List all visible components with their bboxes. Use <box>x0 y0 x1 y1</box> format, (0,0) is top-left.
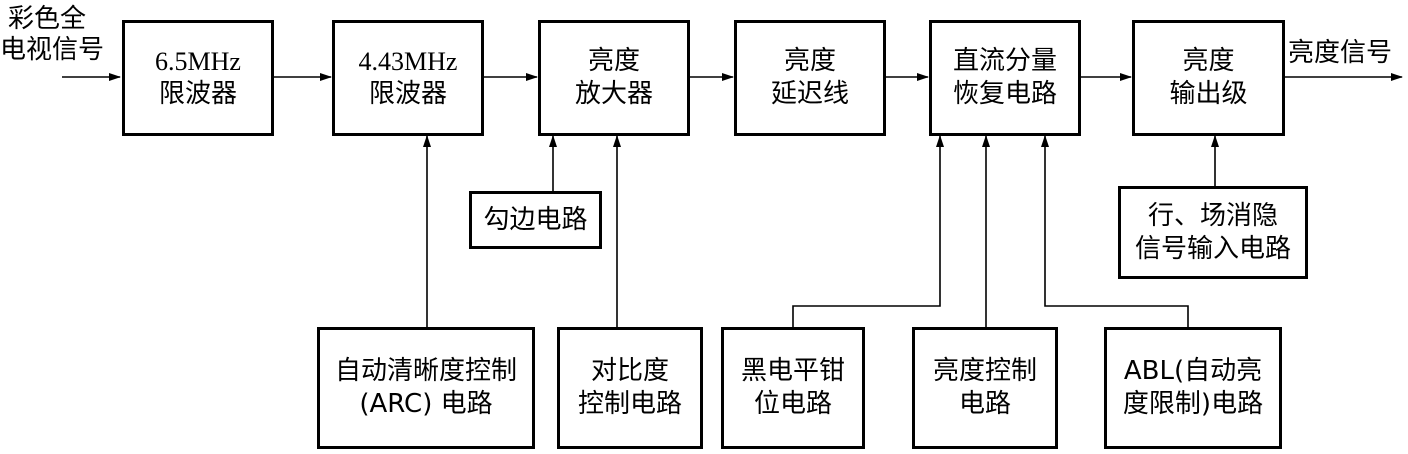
black-level-clamp-box: 黑电平钳 位电路 <box>721 327 865 449</box>
arc-line-2: (ARC) 电路 <box>359 389 493 419</box>
contrast-control-line-1: 对比度 <box>590 356 669 386</box>
luma-delay-line-line-1: 亮度 <box>783 46 836 76</box>
luma-output-stage-line-2: 输出级 <box>1169 79 1248 109</box>
brightness-control-line-1: 亮度控制 <box>932 356 1037 386</box>
input-label-line-1: 彩色全 <box>8 4 87 34</box>
luma-amplifier-line-2: 放大器 <box>574 79 653 109</box>
blanking-input-line-1: 行、场消隐 <box>1147 200 1278 231</box>
edge-enhance-line-1: 勾边电路 <box>483 204 588 235</box>
dc-restore-box: 直流分量 恢复电路 <box>929 20 1081 136</box>
brightness-control-line-2: 电路 <box>958 389 1011 419</box>
filter-4-43mhz-line-1: 4.43MHz <box>358 47 458 76</box>
contrast-control-box: 对比度 控制电路 <box>557 327 703 449</box>
filter-6-5mhz-box: 6.5MHz 限波器 <box>122 20 274 136</box>
luma-output-stage-line-1: 亮度 <box>1182 46 1235 76</box>
abl-box: ABL(自动亮 度限制)电路 <box>1104 327 1282 449</box>
arrow-abl-to-dc <box>1041 135 1189 327</box>
blanking-input-line-2: 信号输入电路 <box>1134 233 1291 264</box>
arc-box: 自动清晰度控制 (ARC) 电路 <box>317 327 535 449</box>
input-label-line-2: 电视信号 <box>0 35 105 65</box>
luma-delay-line-line-2: 延迟线 <box>770 79 849 109</box>
arrow-clamp-to-dc <box>792 135 944 327</box>
filter-6-5mhz-line-1: 6.5MHz <box>155 47 241 76</box>
filter-6-5mhz-line-2: 限波器 <box>158 79 237 109</box>
arc-line-1: 自动清晰度控制 <box>334 356 517 386</box>
dc-restore-line-1: 直流分量 <box>952 46 1057 76</box>
abl-line-2: 度限制)电路 <box>1122 389 1264 419</box>
output-label: 亮度信号 <box>1288 38 1393 68</box>
luma-amplifier-box: 亮度 放大器 <box>538 20 690 136</box>
contrast-control-line-2: 控制电路 <box>577 389 682 419</box>
black-level-clamp-line-1: 黑电平钳 <box>740 356 845 386</box>
black-level-clamp-line-2: 位电路 <box>753 389 832 419</box>
luma-output-stage-box: 亮度 输出级 <box>1132 20 1285 136</box>
input-label: 彩色全 电视信号 <box>0 4 104 66</box>
filter-4-43mhz-line-2: 限波器 <box>368 79 447 109</box>
filter-4-43mhz-box: 4.43MHz 限波器 <box>332 20 484 136</box>
blanking-input-box: 行、场消隐 信号输入电路 <box>1118 186 1308 279</box>
dc-restore-line-2: 恢复电路 <box>952 79 1057 109</box>
abl-line-1: ABL(自动亮 <box>1123 356 1263 386</box>
luma-amplifier-line-1: 亮度 <box>587 46 640 76</box>
edge-enhance-box: 勾边电路 <box>469 191 602 249</box>
brightness-control-box: 亮度控制 电路 <box>912 327 1058 449</box>
luma-delay-line-box: 亮度 延迟线 <box>734 20 886 136</box>
